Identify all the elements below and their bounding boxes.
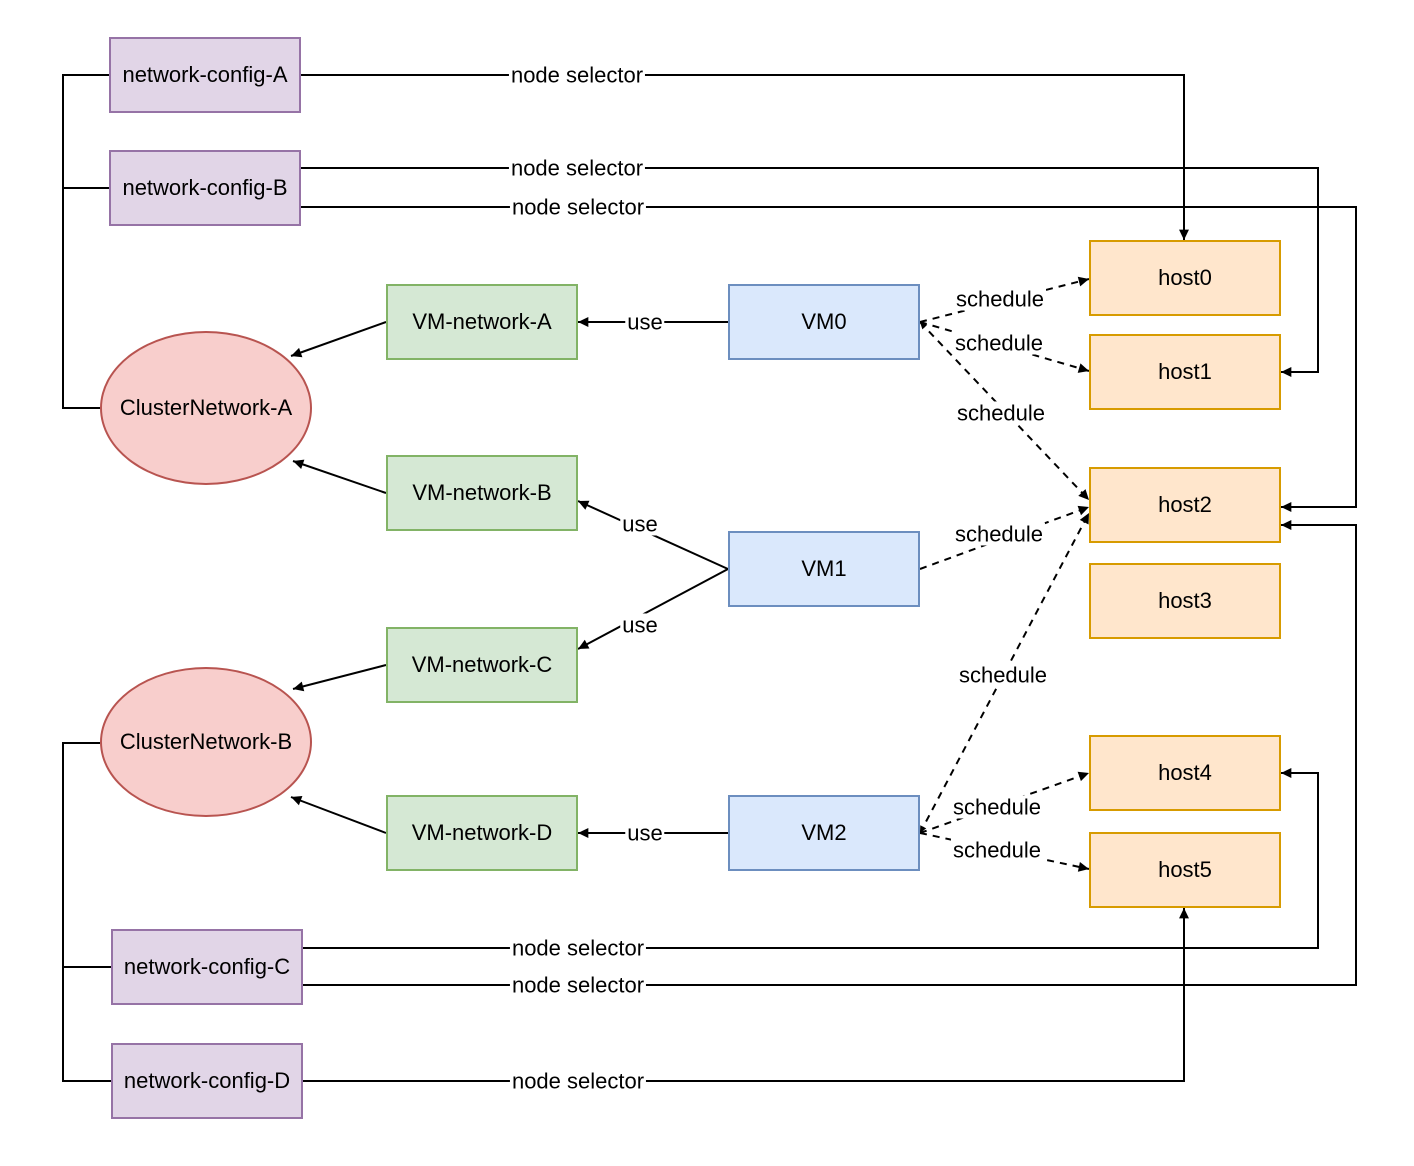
edge-label-use: use bbox=[625, 309, 665, 335]
edge-network-config-c-host2 bbox=[302, 520, 1357, 986]
edge-label-schedule: schedule bbox=[952, 521, 1046, 547]
edge-label-use: use bbox=[620, 612, 660, 638]
edge-label-node-selector: node selector bbox=[509, 935, 647, 961]
node-host4: host4 bbox=[1089, 735, 1281, 811]
edge-label-schedule: schedule bbox=[950, 837, 1044, 863]
edge-vm1-vm-network-c bbox=[577, 568, 729, 650]
edge-vm-network-b-clusternetwork-a bbox=[292, 459, 387, 494]
node-vm-network-a: VM-network-A bbox=[386, 284, 578, 360]
edge-vm2-host2 bbox=[919, 512, 1090, 834]
edge-label-node-selector: node selector bbox=[508, 155, 646, 181]
node-clusternetwork-b: ClusterNetwork-B bbox=[100, 667, 312, 817]
edge-network-config-c-clusternetwork-b bbox=[62, 742, 111, 968]
edge-network-config-a-host0 bbox=[301, 74, 1189, 240]
node-host1: host1 bbox=[1089, 334, 1281, 410]
node-network-config-c: network-config-C bbox=[111, 929, 303, 1005]
node-host5: host5 bbox=[1089, 832, 1281, 908]
edge-label-schedule: schedule bbox=[956, 662, 1050, 688]
edge-network-config-d-clusternetwork-b bbox=[62, 742, 111, 1082]
edge-label-node-selector: node selector bbox=[509, 972, 647, 998]
node-network-config-b: network-config-B bbox=[109, 150, 301, 226]
node-vm-network-c: VM-network-C bbox=[386, 627, 578, 703]
node-vm-network-b: VM-network-B bbox=[386, 455, 578, 531]
edge-network-config-d-host5 bbox=[302, 908, 1189, 1082]
edge-network-config-b-host1 bbox=[301, 167, 1319, 377]
node-vm0: VM0 bbox=[728, 284, 920, 360]
node-vm-network-d: VM-network-D bbox=[386, 795, 578, 871]
node-vm1: VM1 bbox=[728, 531, 920, 607]
node-vm2: VM2 bbox=[728, 795, 920, 871]
edge-network-config-c-host4 bbox=[302, 768, 1319, 949]
node-network-config-d: network-config-D bbox=[111, 1043, 303, 1119]
edge-label-schedule: schedule bbox=[950, 794, 1044, 820]
edge-vm-network-c-clusternetwork-b bbox=[292, 664, 387, 692]
edge-vm0-host0 bbox=[919, 276, 1090, 323]
edge-label-schedule: schedule bbox=[952, 330, 1046, 356]
node-clusternetwork-a: ClusterNetwork-A bbox=[100, 331, 312, 485]
edge-label-node-selector: node selector bbox=[508, 62, 646, 88]
node-host0: host0 bbox=[1089, 240, 1281, 316]
edge-label-node-selector: node selector bbox=[509, 194, 647, 220]
edge-label-node-selector: node selector bbox=[509, 1068, 647, 1094]
edge-label-use: use bbox=[625, 820, 665, 846]
node-host3: host3 bbox=[1089, 563, 1281, 639]
edge-vm-network-a-clusternetwork-a bbox=[290, 321, 387, 358]
edge-label-schedule: schedule bbox=[954, 400, 1048, 426]
edge-vm2-host4 bbox=[919, 771, 1090, 834]
edge-label-schedule: schedule bbox=[953, 286, 1047, 312]
edge-network-config-b-clusternetwork-a bbox=[62, 187, 109, 409]
edge-network-config-b-host2 bbox=[301, 206, 1357, 512]
node-host2: host2 bbox=[1089, 467, 1281, 543]
node-network-config-a: network-config-A bbox=[109, 37, 301, 113]
edge-vm-network-d-clusternetwork-b bbox=[290, 796, 387, 834]
edge-label-use: use bbox=[620, 511, 660, 537]
edge-network-config-a-clusternetwork-a bbox=[62, 74, 109, 409]
edge-vm2-host5 bbox=[919, 832, 1090, 872]
